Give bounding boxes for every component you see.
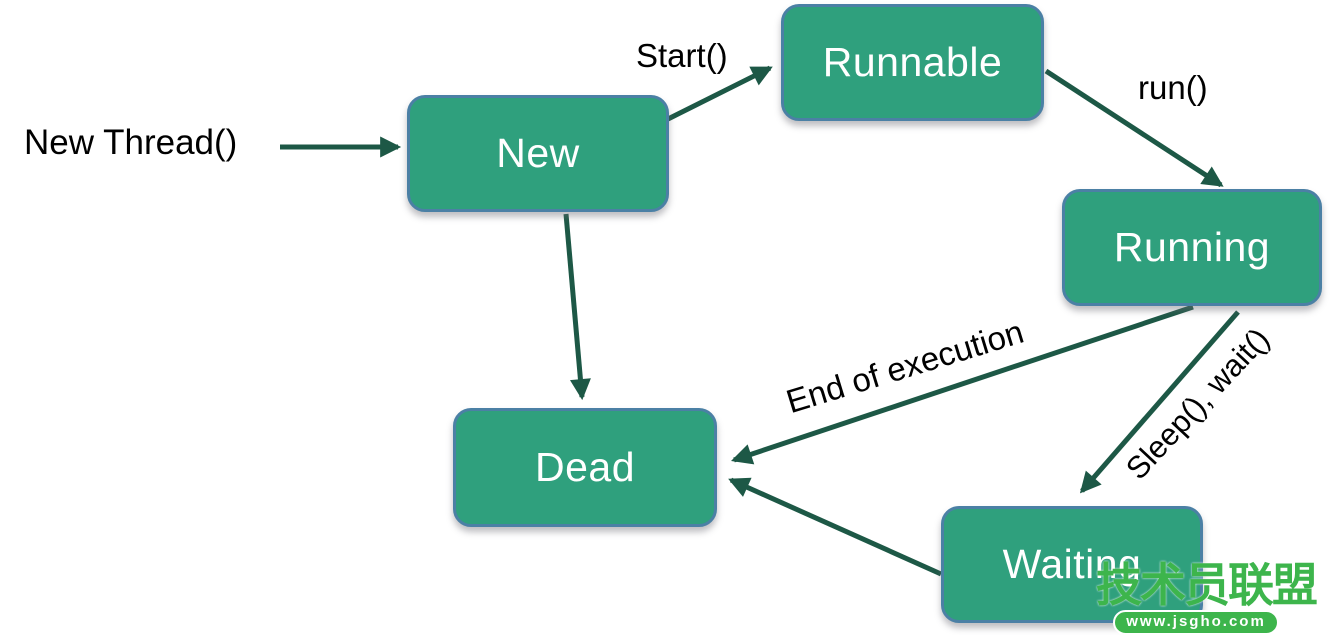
- state-node-runnable: Runnable: [781, 4, 1044, 121]
- watermark-brand-text: 技术员联盟: [1096, 559, 1318, 611]
- state-node-runnable-label: Runnable: [822, 39, 1003, 85]
- edge-waiting-to-dead-arrow: [728, 477, 943, 577]
- watermark: 技术员联盟 www.jsgho.com: [1096, 559, 1318, 635]
- state-node-waiting: Waiting: [941, 506, 1203, 623]
- watermark-url-text: www.jsgho.com: [1126, 613, 1266, 630]
- edge-label-run: run(): [1138, 69, 1208, 106]
- edge-new-to-runnable-arrow: [666, 65, 773, 122]
- edge-label-end-of-execution: End of execution: [781, 312, 1028, 421]
- state-node-new: New: [407, 95, 669, 212]
- state-node-waiting-label: Waiting: [1002, 541, 1142, 587]
- entry-label-new-thread: New Thread(): [24, 123, 238, 162]
- edge-label-start: Start(): [636, 37, 728, 74]
- state-node-dead: Dead: [453, 408, 717, 527]
- state-node-running: Running: [1062, 189, 1322, 306]
- state-node-new-label: New: [496, 130, 580, 176]
- state-node-running-label: Running: [1113, 224, 1271, 270]
- edge-new-to-dead-arrow: [563, 213, 591, 401]
- edge-label-sleep-wait: Sleep(), wait(): [1119, 321, 1277, 487]
- state-node-dead-label: Dead: [534, 444, 635, 490]
- watermark-url-badge: www.jsgho.com: [1113, 610, 1279, 635]
